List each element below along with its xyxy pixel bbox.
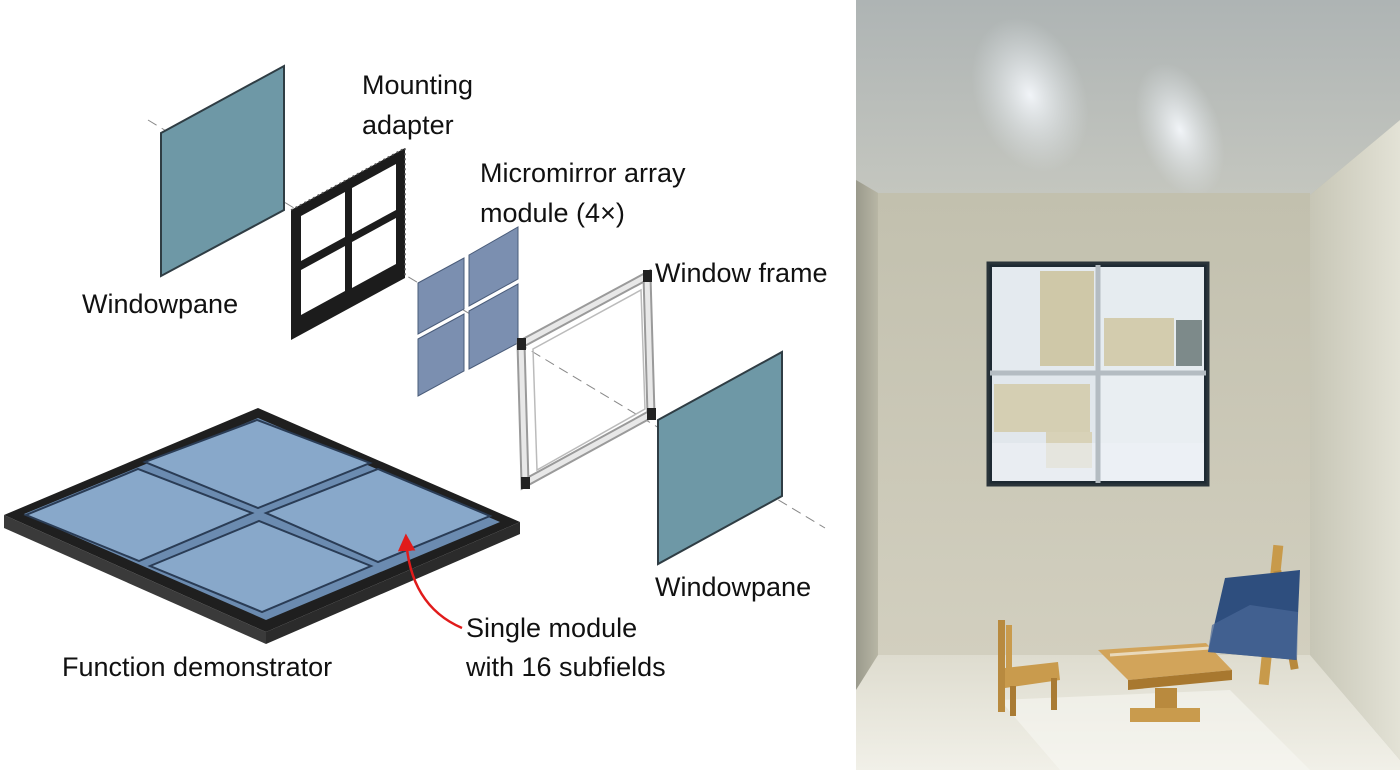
- mounting-adapter-label-2: adapter: [362, 110, 454, 140]
- room-right-wall: [1310, 120, 1400, 760]
- function-demonstrator-shape: [4, 408, 520, 644]
- single-module-label-2: with 16 subfields: [465, 652, 666, 682]
- single-module-label-1: Single module: [466, 613, 637, 643]
- demonstrator-tile-top: [142, 418, 373, 510]
- demonstrator-tile-right: [263, 467, 493, 564]
- room-table: [1098, 643, 1232, 722]
- single-module-arrow: [397, 533, 463, 630]
- window-frame-shape: [516, 268, 656, 491]
- function-demonstrator-label: Function demonstrator: [62, 652, 332, 682]
- mounting-adapter-shape: [290, 146, 406, 340]
- windowpane-right-label: Windowpane: [655, 572, 811, 602]
- demonstrator-tile-bottom: [147, 519, 374, 614]
- windowpane-left-label: Windowpane: [82, 289, 238, 319]
- room-chair: [998, 620, 1060, 716]
- windowpane-left-shape: [160, 64, 285, 278]
- room-photo: [856, 0, 1400, 770]
- room-ceiling: [856, 0, 1400, 195]
- micromirror-modules-shape: [417, 226, 519, 397]
- windowpane-right-shape: [657, 350, 783, 566]
- room-window: [986, 261, 1210, 487]
- room-left-wall: [856, 180, 878, 690]
- window-frame-label: Window frame: [655, 258, 828, 288]
- mounting-adapter-label-1: Mounting: [362, 70, 473, 100]
- room-easel: [1208, 544, 1300, 686]
- micromirror-label-1: Micromirror array: [480, 158, 686, 188]
- demonstrator-tile-left: [23, 467, 255, 563]
- micromirror-label-2: module (4×): [480, 198, 625, 228]
- exploded-diagram: Mounting adapter Micromirror array modul…: [4, 64, 828, 682]
